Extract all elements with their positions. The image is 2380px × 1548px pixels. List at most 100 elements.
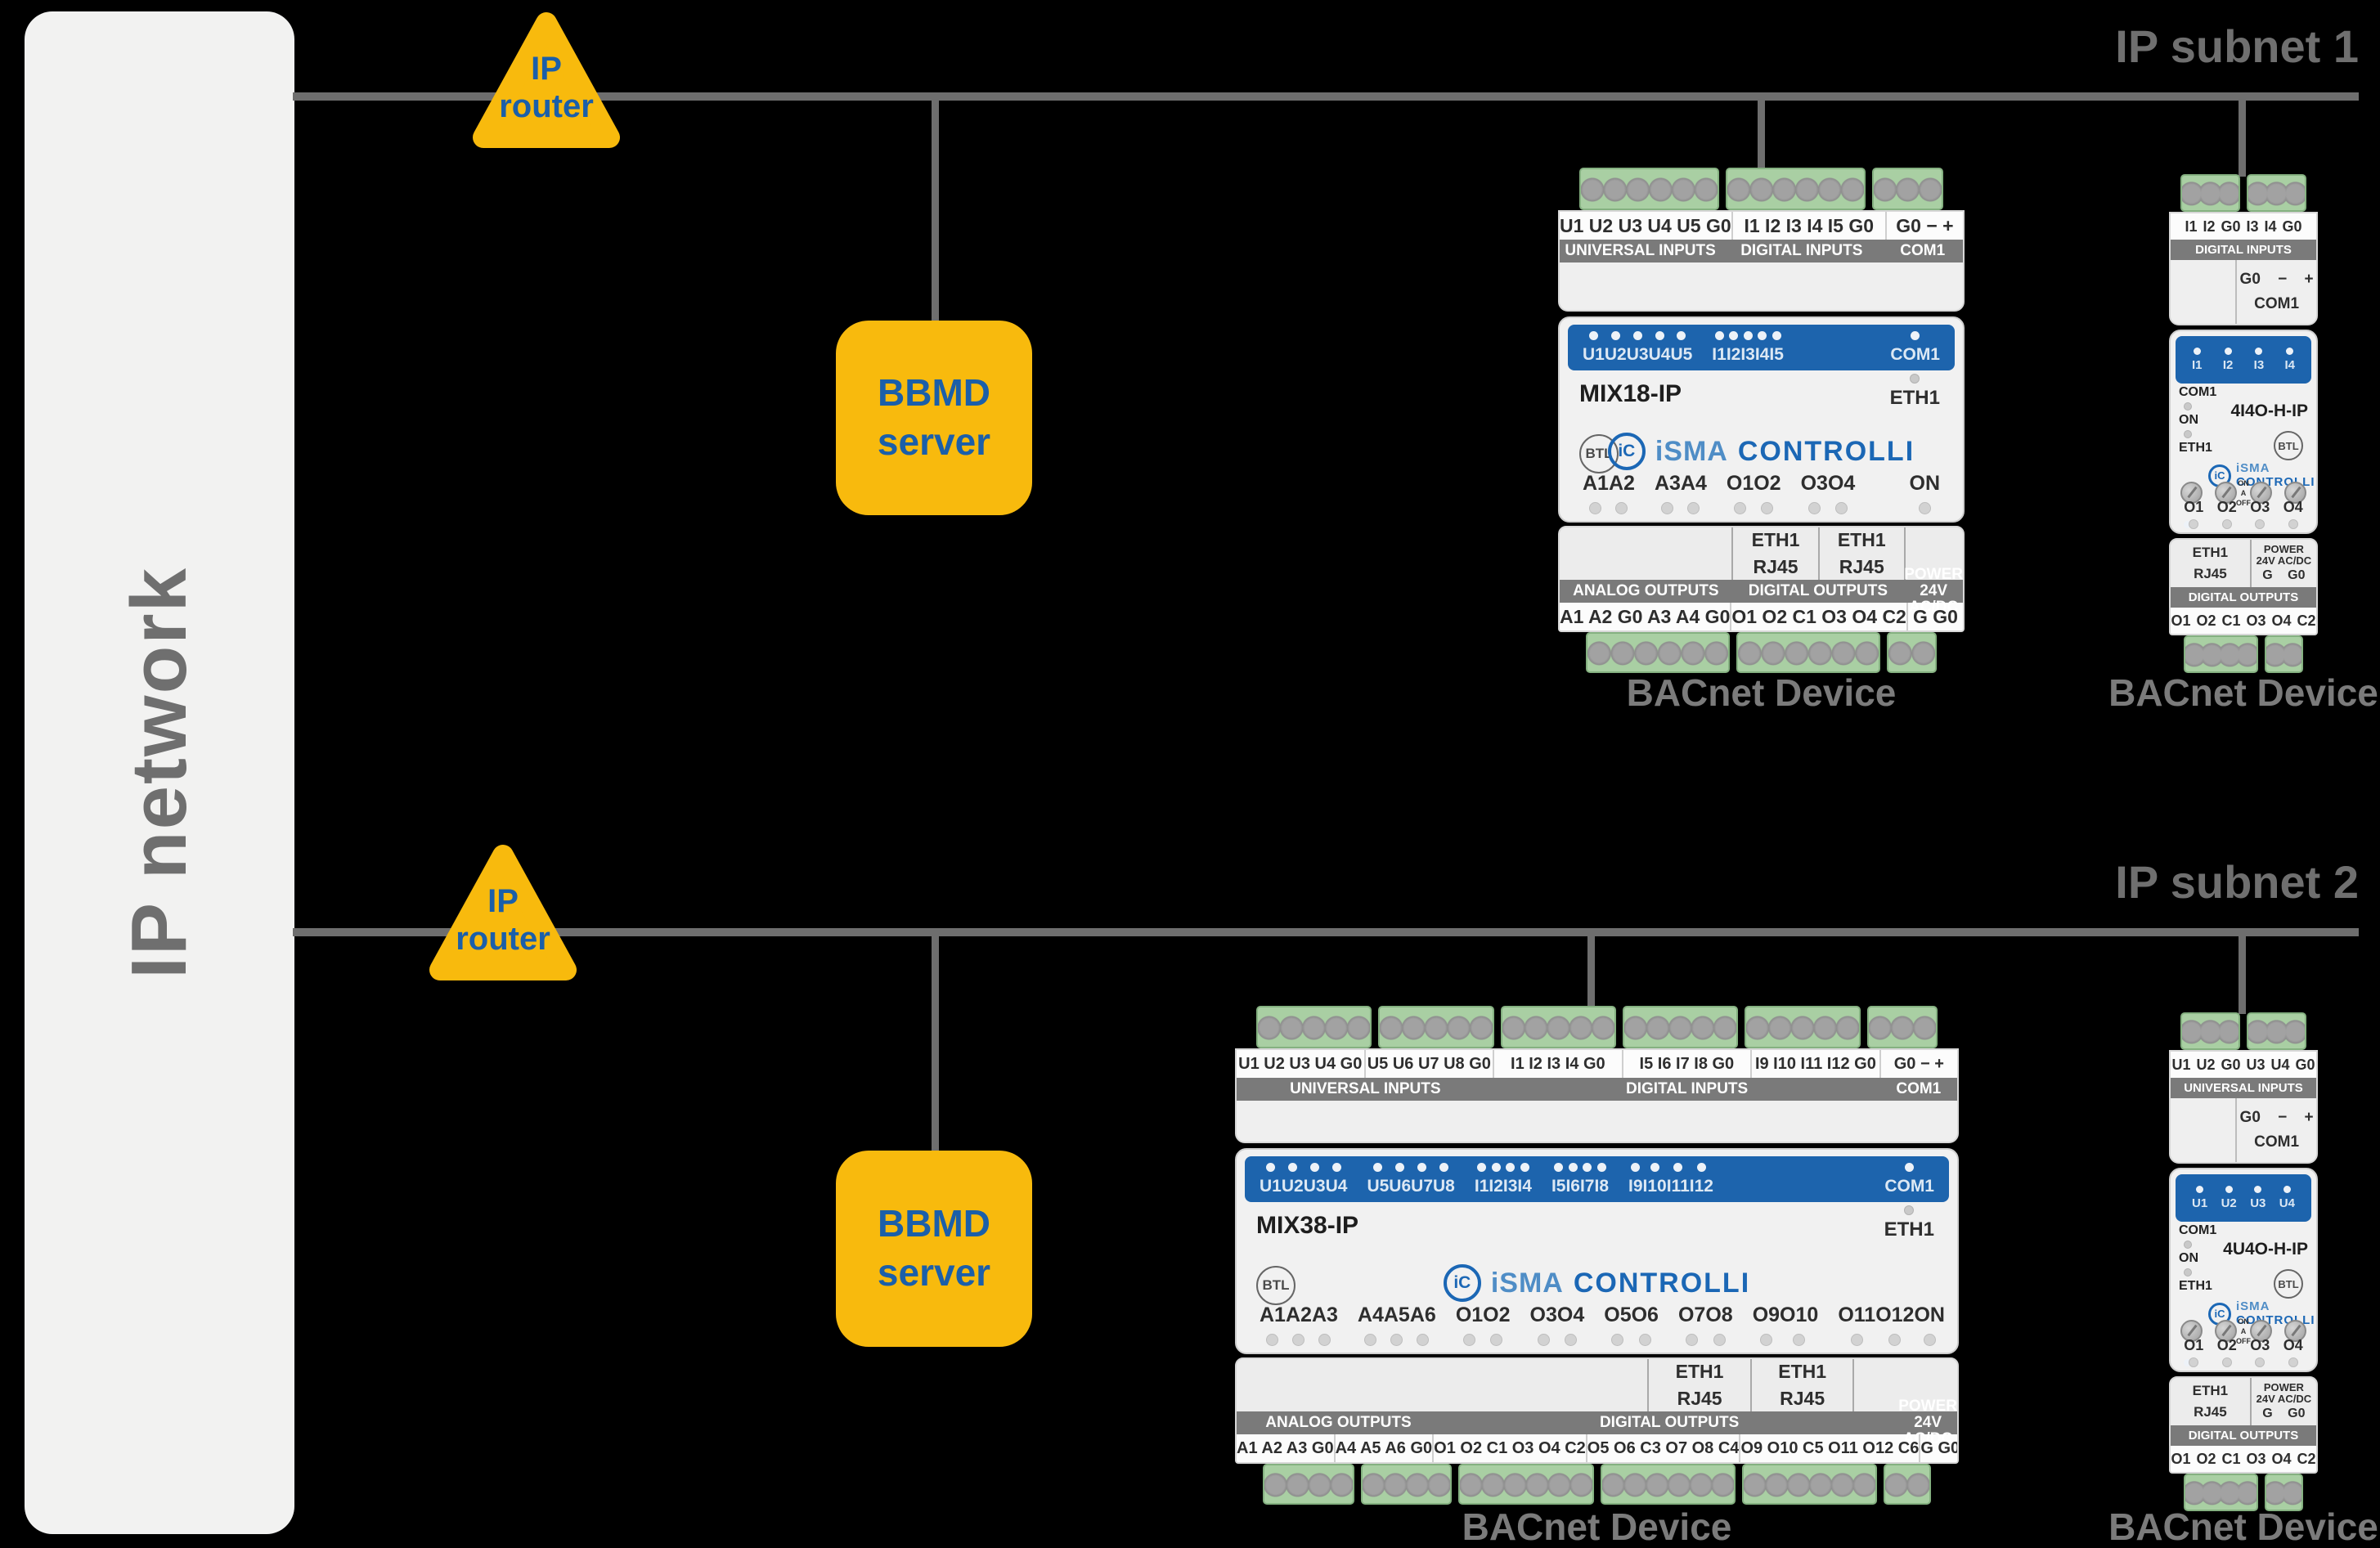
output-led-label: A4 bbox=[1357, 1303, 1384, 1326]
i4o-eth-row: ETH1 RJ45 POWER 24V AC/DC G G0 bbox=[2171, 540, 2316, 587]
u4o-top-terminal-strip bbox=[2180, 1012, 2306, 1050]
rotary-switch-o3[interactable] bbox=[2249, 1320, 2272, 1342]
led-label: U1 bbox=[2192, 1196, 2208, 1210]
u4o-top-label-row: U1 U2 G0 U3 U4 G0 bbox=[2171, 1052, 2316, 1078]
led-dot bbox=[1588, 330, 1598, 340]
u4o-model-label: 4U4O-H-IP bbox=[2223, 1240, 2308, 1259]
output-led-label: O3 bbox=[2250, 1337, 2270, 1353]
eth-port-type: RJ45 bbox=[2194, 566, 2227, 581]
output-led-label: O3 bbox=[1529, 1303, 1557, 1326]
output-led-label: O6 bbox=[1631, 1303, 1659, 1326]
logo-controlli-text: CONTROLLI bbox=[1573, 1267, 1751, 1299]
rotary-switch-o1[interactable] bbox=[2180, 1320, 2203, 1342]
switch-off-label: OFF bbox=[2236, 499, 2251, 508]
output-led: O5 bbox=[1604, 1303, 1632, 1346]
output-led-dot bbox=[1713, 1334, 1726, 1346]
output-led-dot bbox=[1923, 1334, 1936, 1346]
io-band-label: COM1 bbox=[1896, 1080, 1942, 1098]
subnet1-mix18-link-line bbox=[1758, 98, 1765, 172]
led-dot bbox=[1632, 330, 1642, 340]
output-led-label: A2 bbox=[1285, 1303, 1312, 1326]
terminal-block bbox=[1600, 1464, 1736, 1505]
output-led-label: O1 bbox=[1455, 1303, 1484, 1326]
led-label: I3 bbox=[2253, 358, 2265, 372]
rotary-switch-o2[interactable] bbox=[2215, 482, 2238, 504]
output-led: O12 bbox=[1875, 1303, 1914, 1346]
mix38-top-terminal-strip bbox=[1256, 1006, 1938, 1048]
led-dot bbox=[1673, 1162, 1683, 1172]
output-led-label: O4 bbox=[1556, 1303, 1585, 1326]
output-led: A5 bbox=[1384, 1303, 1410, 1346]
status-led: I2 bbox=[2223, 348, 2233, 372]
btl-mark-icon: BTL bbox=[2274, 431, 2303, 460]
io-band-label: COM1 bbox=[1900, 242, 1946, 260]
output-led-dot bbox=[1537, 1334, 1550, 1346]
i4o-com-area: G0 − + COM1 bbox=[2171, 260, 2316, 324]
terminal-block bbox=[2264, 1474, 2303, 1511]
output-led: O1 bbox=[2184, 499, 2203, 529]
output-led-dot bbox=[1417, 1334, 1430, 1346]
led-label: I5 bbox=[1769, 344, 1784, 364]
terminal-block bbox=[1871, 168, 1943, 210]
rotary-switch-o3[interactable] bbox=[2249, 482, 2272, 504]
led-dot bbox=[1439, 1162, 1448, 1172]
output-led-dot bbox=[1918, 502, 1931, 514]
led-label: I1 bbox=[2192, 358, 2203, 372]
device-4u4o-h-ip: U1 U2 G0 U3 U4 G0 UNIVERSAL INPUTS G0 − … bbox=[2169, 1012, 2318, 1511]
terminal-label-group: O9 O10 C5 O11 O12 C6 bbox=[1739, 1434, 1919, 1462]
terminal-label-group: I1 I2 G0 I3 I4 G0 bbox=[2185, 218, 2302, 235]
led-label: U7 bbox=[1411, 1176, 1434, 1196]
led-dot bbox=[2224, 348, 2232, 355]
eth1-led-dot bbox=[2184, 430, 2192, 438]
isma-controlli-logo: iC iSMA CONTROLLI bbox=[1560, 433, 1963, 470]
led-label: U4 bbox=[2279, 1196, 2295, 1210]
rotary-switch-o1[interactable] bbox=[2180, 482, 2203, 504]
status-led: U1 bbox=[1260, 1162, 1282, 1196]
output-led: O4 bbox=[1557, 1303, 1584, 1346]
terminal-block bbox=[2247, 174, 2306, 212]
rotary-switch-o4[interactable] bbox=[2283, 1320, 2306, 1342]
eth-port-type: RJ45 bbox=[1780, 1388, 1825, 1409]
bacnet-device-caption-mix18: BACnet Device bbox=[1626, 671, 1897, 714]
terminal-label-group: A1 A2 G0 A3 A4 G0 bbox=[1560, 605, 1731, 627]
terminal-block bbox=[1745, 1006, 1861, 1048]
rotary-switch-o2[interactable] bbox=[2215, 1320, 2238, 1342]
led-label: I4 bbox=[2284, 358, 2295, 372]
terminal-label-group: G G0 bbox=[1919, 1434, 1957, 1462]
io-band-label: POWER 24V AC/DC bbox=[1904, 566, 1963, 616]
logo-isma-text: iSMA bbox=[2236, 461, 2270, 475]
com1-label: COM1 bbox=[2254, 1133, 2300, 1151]
output-led-dot bbox=[1611, 1334, 1624, 1346]
output-led: O3 bbox=[2250, 499, 2270, 529]
terminal-block bbox=[1736, 632, 1880, 673]
status-led: I3 bbox=[1503, 1162, 1517, 1196]
output-led-dot bbox=[1318, 1334, 1331, 1346]
status-led: I7 bbox=[1580, 1162, 1594, 1196]
led-dot bbox=[1265, 1162, 1275, 1172]
status-led: U2 bbox=[2221, 1186, 2237, 1210]
led-dot bbox=[2255, 348, 2263, 355]
output-led: O10 bbox=[1780, 1303, 1818, 1346]
output-led-label: O1 bbox=[2184, 1337, 2204, 1353]
com1-led-dot bbox=[2184, 1359, 2191, 1366]
led-label: I2 bbox=[1489, 1176, 1503, 1196]
status-led: I8 bbox=[1594, 1162, 1609, 1196]
terminal-label-group: I5 I6 I7 I8 G0 bbox=[1621, 1050, 1751, 1078]
eth-port-name: ETH1 bbox=[1751, 529, 1800, 550]
rotary-switch-o4[interactable] bbox=[2283, 482, 2306, 504]
bbmd-server-2: BBMD server bbox=[836, 1151, 1032, 1347]
output-led: O4 bbox=[1828, 472, 1855, 514]
output-led-dot bbox=[1589, 502, 1602, 514]
eth1-led-label: ETH1 bbox=[2179, 1279, 2212, 1293]
output-led-dot bbox=[2288, 519, 2298, 529]
mix38-eth1-led: ETH1 bbox=[1884, 1205, 1934, 1241]
led-dot bbox=[1905, 1162, 1915, 1172]
mix18-model-label: MIX18-IP bbox=[1579, 380, 1682, 407]
terminal-block bbox=[1622, 1006, 1739, 1048]
led-dot bbox=[2283, 1186, 2291, 1193]
output-led-dot bbox=[2221, 1357, 2232, 1367]
